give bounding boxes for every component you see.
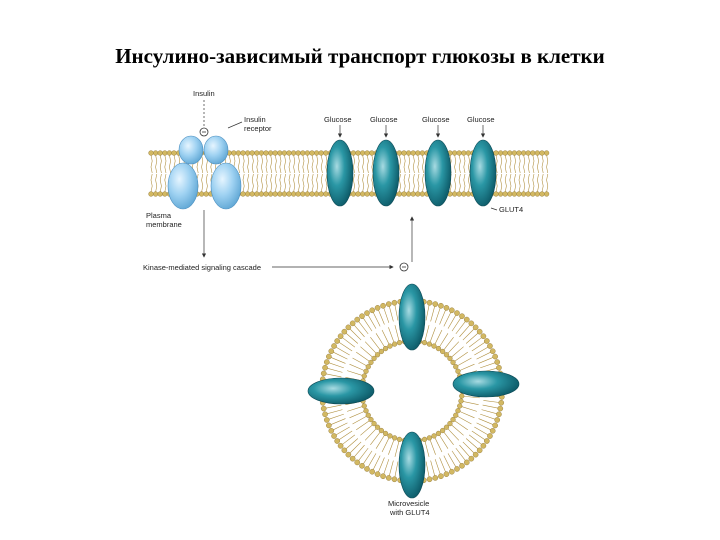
glucose-label: Glucose xyxy=(370,115,398,124)
plasma-membrane-label: Plasma xyxy=(146,211,172,220)
glut4-transporter xyxy=(425,140,451,206)
insulin-receptor-label-2: receptor xyxy=(244,124,272,133)
glut4-label: GLUT4 xyxy=(499,205,523,214)
insulin-receptor-label: Insulin xyxy=(244,115,266,124)
insulin-label: Insulin xyxy=(193,89,215,98)
glucose-label: Glucose xyxy=(422,115,450,124)
glucose-label: Glucose xyxy=(467,115,495,124)
glut4-transporter xyxy=(308,378,374,404)
microvesicle-label: Microvesicle xyxy=(388,499,429,508)
glucose-arrows xyxy=(340,125,483,137)
glut4-transporter xyxy=(399,284,425,350)
insulin-molecule xyxy=(200,100,208,136)
glut4-transporter xyxy=(399,432,425,498)
microvesicle-label-2: with GLUT4 xyxy=(389,508,430,517)
glucose-label: Glucose xyxy=(324,115,352,124)
glut4-leader-line xyxy=(491,208,497,210)
glut4-transporter xyxy=(470,140,496,206)
signaling-arrows xyxy=(204,210,412,267)
kinase-cascade-label: Kinase-mediated signaling cascade xyxy=(143,263,261,272)
inhibition-symbol xyxy=(400,263,408,271)
plasma-membrane-label-2: membrane xyxy=(146,220,182,229)
insulin-receptor xyxy=(168,136,241,209)
glut4-transporter xyxy=(327,140,353,206)
glut4-transporter xyxy=(453,371,519,397)
glut4-vesicle-transporters xyxy=(308,284,519,498)
glut4-transporter xyxy=(373,140,399,206)
receptor-leader-line xyxy=(228,122,242,128)
